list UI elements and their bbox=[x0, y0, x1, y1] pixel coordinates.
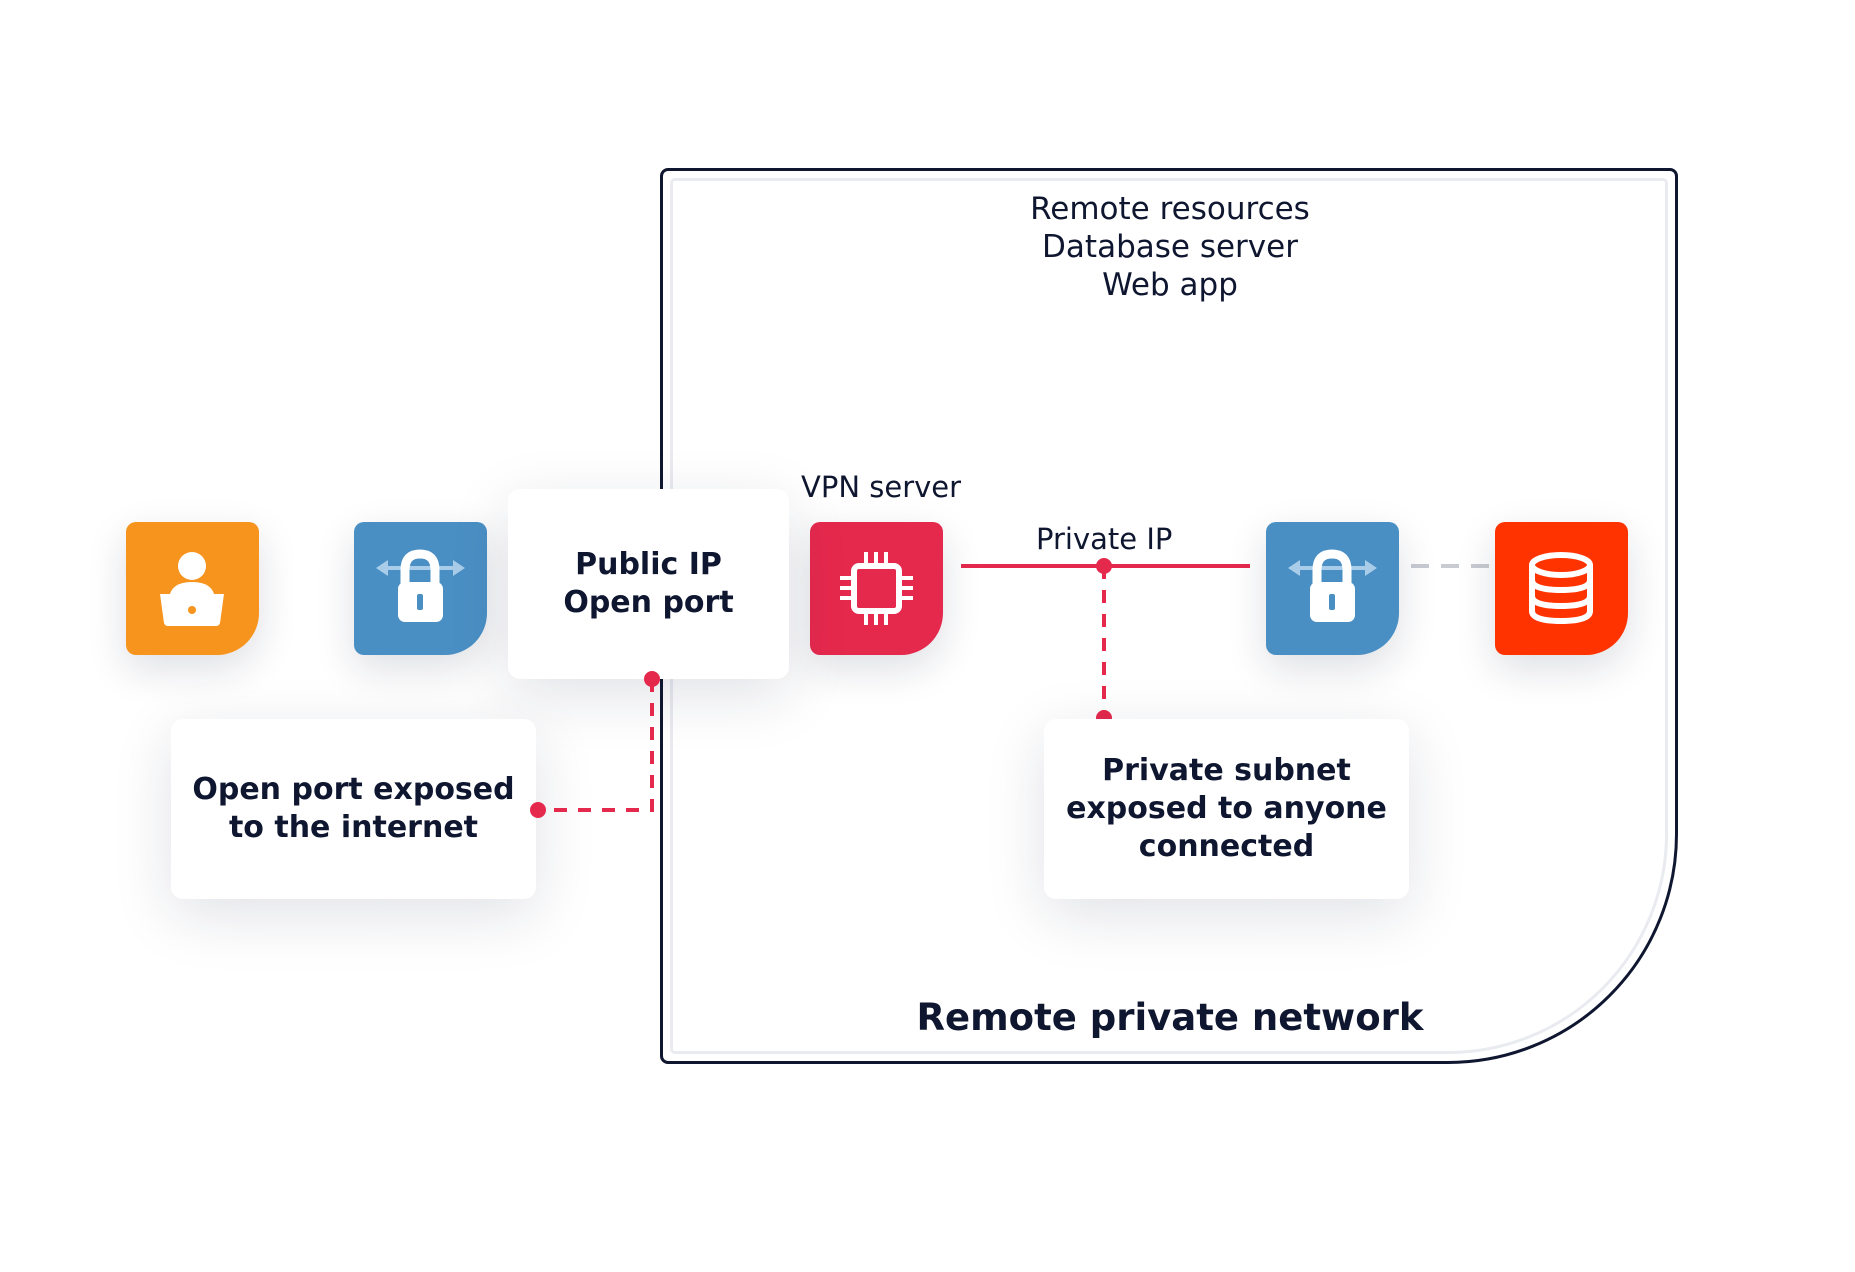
open-port-callout-dot bbox=[530, 802, 546, 818]
open-port-callout-line-2: to the internet bbox=[228, 810, 479, 845]
vpn-server-node bbox=[810, 522, 943, 655]
database-icon bbox=[1529, 552, 1593, 625]
user-laptop-node bbox=[126, 522, 259, 655]
public-ip-line: Public IP bbox=[575, 547, 722, 582]
private-ip-dot bbox=[1096, 558, 1112, 574]
open-port-line: Open port bbox=[563, 585, 734, 620]
open-port-callout-line-1: Open port exposed bbox=[192, 772, 515, 807]
network-title: Remote private network bbox=[916, 996, 1424, 1039]
public-ip-box: Public IP Open port bbox=[508, 489, 789, 679]
vpn-client-node bbox=[354, 522, 487, 655]
open-port-callout: Open port exposed to the internet bbox=[171, 719, 536, 899]
private-subnet-callout-line-1: Private subnet bbox=[1102, 753, 1351, 788]
resources-line-3: Web app bbox=[1102, 267, 1238, 303]
open-port-dot bbox=[644, 671, 660, 687]
chip-icon bbox=[840, 552, 913, 625]
private-subnet-callout: Private subnet exposed to anyone connect… bbox=[1044, 719, 1409, 899]
private-subnet-callout-line-2: exposed to anyone bbox=[1066, 791, 1387, 826]
vpn-lock-icon bbox=[376, 549, 465, 622]
vpn-lock-icon bbox=[1288, 549, 1377, 622]
resources-line-2: Database server bbox=[1042, 229, 1298, 265]
open-port-dashed-link bbox=[538, 679, 654, 812]
remote-resources-list: Remote resources Database server Web app bbox=[960, 190, 1380, 304]
resources-line-1: Remote resources bbox=[1030, 191, 1310, 227]
database-node bbox=[1495, 522, 1628, 655]
private-subnet-callout-line-3: connected bbox=[1138, 829, 1315, 864]
laptop-user-icon bbox=[160, 552, 224, 626]
private-ip-label: Private IP bbox=[1036, 522, 1173, 556]
vpn-server-label: VPN server bbox=[801, 470, 962, 504]
vpn-gateway-node bbox=[1266, 522, 1399, 655]
